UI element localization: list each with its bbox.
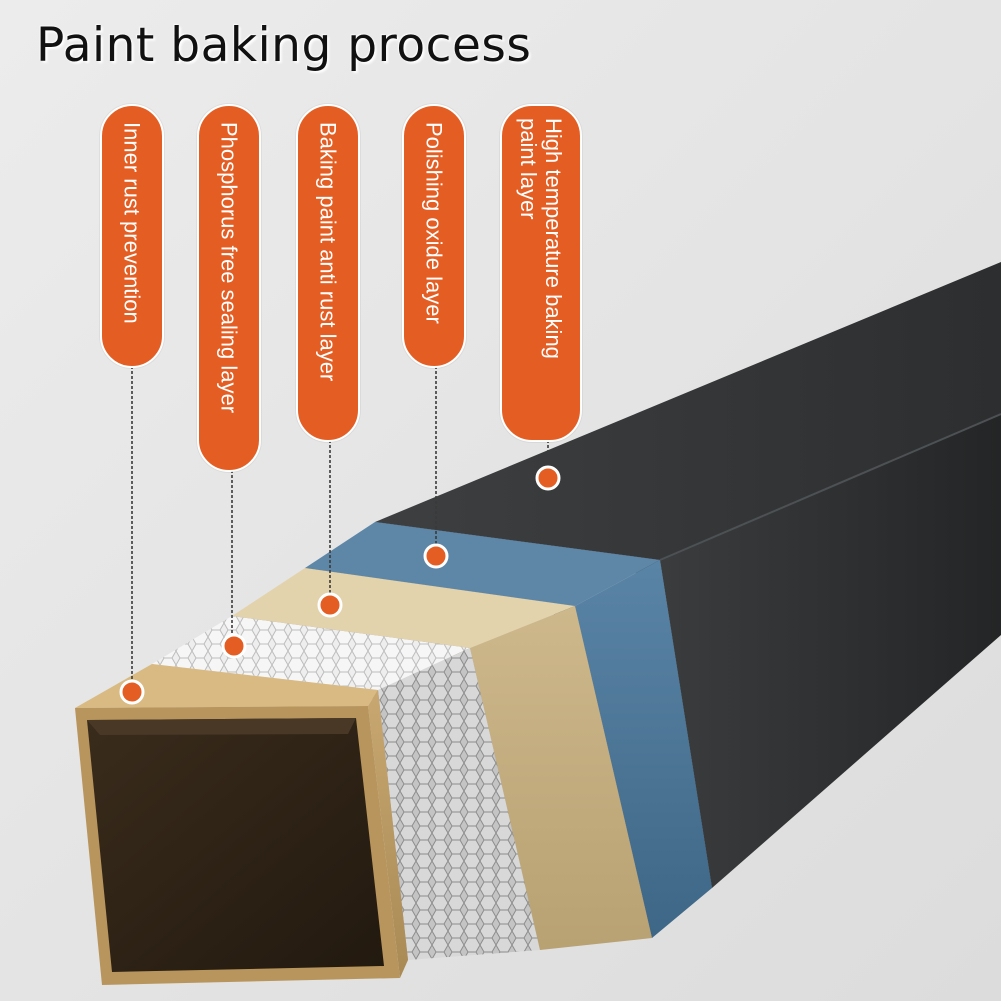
marker-dot-5	[535, 465, 561, 491]
layer-label-text: Baking paint anti rust layer	[315, 122, 341, 382]
marker-dot-1	[119, 679, 145, 705]
layer-label-text: Inner rust prevention	[119, 122, 145, 324]
layer-label-high-temperature-baking-paint: High temperature baking paint layer	[500, 104, 582, 442]
layer-label-baking-paint-anti-rust: Baking paint anti rust layer	[296, 104, 360, 442]
layer-label-text: Polishing oxide layer	[421, 122, 447, 324]
marker-dot-4	[423, 543, 449, 569]
layer-label-phosphorus-free-sealing: Phosphorus free sealing layer	[197, 104, 261, 472]
layer-label-polishing-oxide: Polishing oxide layer	[402, 104, 466, 368]
layer-label-inner-rust-prevention: Inner rust prevention	[100, 104, 164, 368]
marker-dot-3	[317, 592, 343, 618]
layer-label-text: High temperature baking paint layer	[516, 118, 566, 359]
diagram-title: Paint baking process	[36, 18, 532, 73]
layer-label-text: Phosphorus free sealing layer	[216, 122, 242, 414]
marker-dot-2	[221, 633, 247, 659]
